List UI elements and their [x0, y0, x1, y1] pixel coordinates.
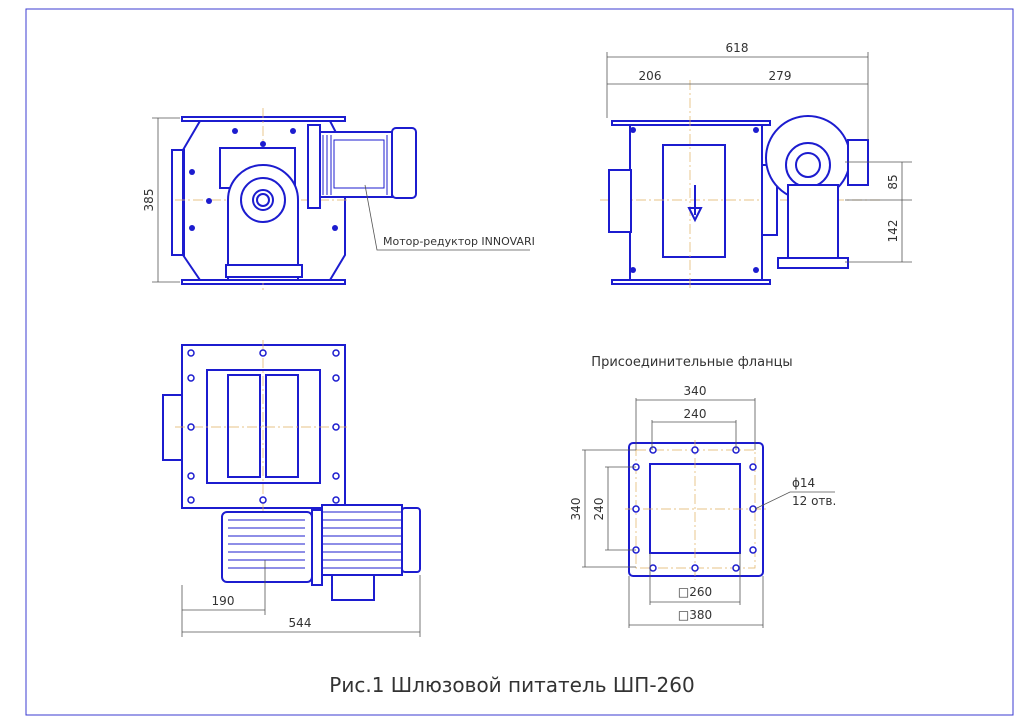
flange-title: Присоединительные фланцы [591, 355, 792, 370]
dim-85: 85 [886, 174, 900, 189]
dim-544: 544 [289, 616, 312, 630]
flange-view: Присоединительные фланцы 340 240 340 240… [569, 355, 836, 628]
dim-340-h: 340 [684, 384, 707, 398]
front-view: 385 Мотор-редуктор INNOVARI [142, 108, 535, 290]
dim-190: 190 [212, 594, 235, 608]
dim-240-h: 240 [684, 407, 707, 421]
dim-385: 385 [142, 189, 156, 212]
dim-618: 618 [726, 41, 749, 55]
opening-size: □260 [678, 585, 712, 599]
hole-count: 12 отв. [792, 494, 836, 508]
flange-size: □380 [678, 608, 712, 622]
dim-240-v: 240 [592, 498, 606, 521]
motor-label: Мотор-редуктор INNOVARI [383, 235, 535, 248]
dim-279: 279 [769, 69, 792, 83]
side-view: 618 206 279 85 142 [600, 41, 912, 290]
hole-diameter: ϕ14 [792, 476, 815, 490]
dim-142: 142 [886, 220, 900, 243]
top-view: 190 544 [162, 340, 421, 637]
dim-340-v: 340 [569, 498, 583, 521]
drawing-frame [25, 8, 1014, 716]
figure-caption: Рис.1 Шлюзовой питатель ШП-260 [329, 673, 694, 697]
dim-206: 206 [639, 69, 662, 83]
